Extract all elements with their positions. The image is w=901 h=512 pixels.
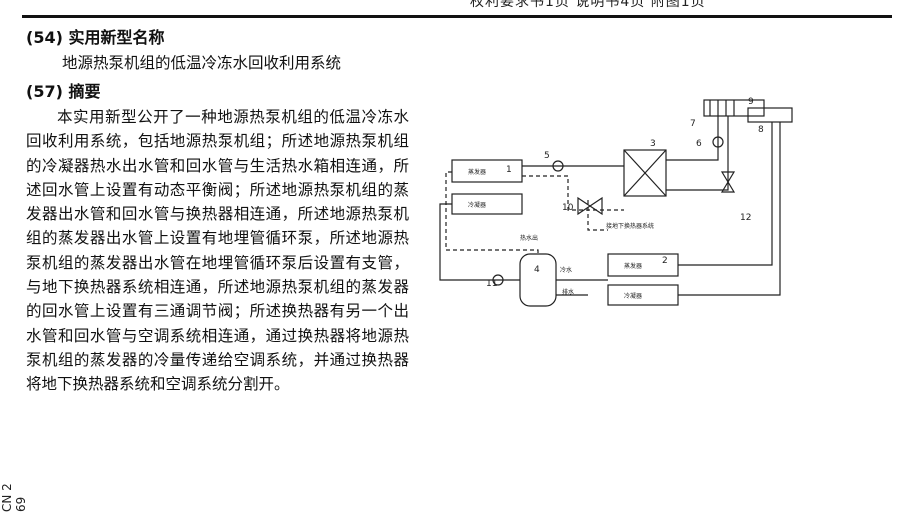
num-11: 11 — [486, 279, 497, 289]
valve-12 — [720, 171, 736, 193]
num-6: 6 — [696, 139, 702, 149]
unit2-evaporator-box — [607, 284, 679, 306]
num-5: 5 — [544, 151, 550, 161]
unit2-evaporator-label: 冷凝器 — [624, 292, 642, 300]
page-count-header: 权利要求书1页 说明书4页 附图1页 — [470, 0, 706, 10]
header-rule — [22, 15, 892, 18]
unit1-evaporator-box — [451, 193, 523, 215]
pump-5 — [552, 160, 564, 172]
side-publication-code: CN 2 69 — [0, 483, 28, 512]
pump-11 — [492, 274, 504, 286]
unit1-condenser-label: 蒸发器 — [468, 168, 486, 176]
heat-exchanger-box — [623, 149, 667, 197]
num-9: 9 — [748, 97, 754, 107]
valve-10 — [577, 196, 603, 216]
utility-model-title: 地源热泵机组的低温冷冻水回收利用系统 — [62, 54, 342, 72]
abstract-text: 本实用新型公开了一种地源热泵机组的低温冷冻水回收利用系统，包括地源热泵机组；所述… — [26, 108, 409, 394]
num-3: 3 — [650, 139, 656, 149]
num-1: 1 — [506, 165, 512, 175]
ac-terminals-8 — [747, 107, 793, 123]
num-4: 4 — [534, 265, 540, 275]
hot-water-tank — [519, 253, 557, 307]
section-57-label: (57) 摘要 — [26, 82, 101, 101]
section-54-label: (54) 实用新型名称 — [26, 28, 165, 47]
pump-6 — [712, 136, 724, 148]
underground-label: 接地下换热器系统 — [606, 222, 654, 230]
unit2-condenser-label: 蒸发器 — [624, 262, 642, 270]
num-7: 7 — [690, 119, 696, 129]
hot-water-out-label: 热水出 — [520, 234, 538, 242]
num-12: 12 — [740, 213, 751, 223]
drain-label: 排水 — [562, 288, 574, 296]
unit1-evaporator-label: 冷凝器 — [468, 201, 486, 209]
cold-water-label: 冷水 — [560, 266, 572, 274]
unit1-condenser-box — [451, 159, 523, 183]
num-8: 8 — [758, 125, 764, 135]
num-2: 2 — [662, 256, 668, 266]
num-10: 10 — [562, 203, 574, 213]
system-diagram: 蒸发器 冷凝器 蒸发器 冷凝器 接地下换热器系统 热水出 冷水 排水 1 2 3… — [439, 97, 793, 307]
